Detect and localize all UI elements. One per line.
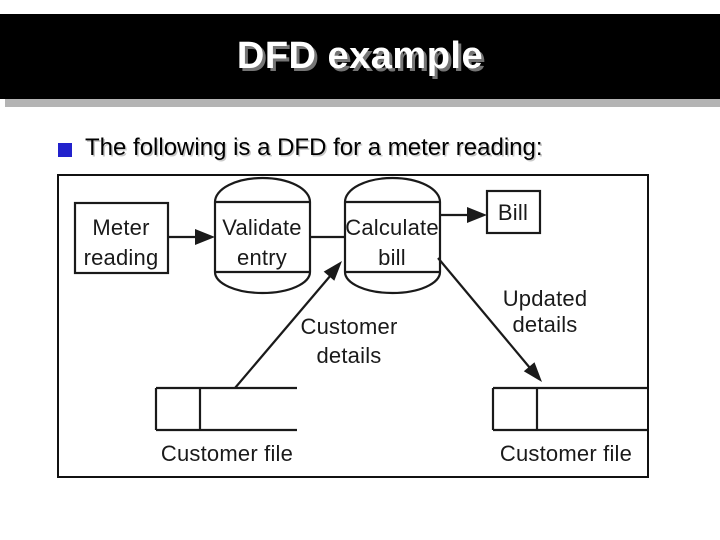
- flow-meter-to-validate-arrowhead-icon: [195, 229, 215, 245]
- dfd-diagram: Meter reading Validate entry: [73, 176, 647, 466]
- dfd-diagram-panel: Meter reading Validate entry: [57, 174, 649, 478]
- bullet-text: The following is a DFD for a meter readi…: [85, 134, 543, 161]
- bill-box: [485, 189, 542, 235]
- bullet-square-icon: [58, 143, 72, 157]
- flow-updated-details-arrowhead-icon: [523, 362, 542, 382]
- node-meter-reading: Meter reading: [73, 201, 170, 275]
- customer-file-right-label: Customer file: [500, 441, 632, 466]
- calculate-bill-label-line1: Calculate: [345, 215, 439, 240]
- bill-label: Bill: [498, 200, 528, 225]
- store-customer-file-left: Customer file: [154, 386, 297, 466]
- title-bar: DFD example: [0, 14, 720, 99]
- customer-details-label-line1: Customer: [301, 314, 398, 339]
- flow-updated-details: Updated details: [437, 257, 588, 382]
- flow-customer-details-arrowhead-icon: [323, 261, 342, 281]
- calculate-bill-label-line2: bill: [378, 245, 406, 270]
- meter-reading-label-line1: Meter: [92, 215, 149, 240]
- slide-title: DFD example: [236, 35, 484, 77]
- node-calculate-bill: Calculate bill: [343, 176, 442, 295]
- flow-customer-details-line: [234, 274, 332, 389]
- store-customer-file-right: Customer file: [491, 386, 647, 466]
- node-bill: Bill: [485, 189, 542, 235]
- flow-meter-to-validate: [168, 229, 215, 245]
- validate-entry-label-line1: Validate: [222, 215, 301, 240]
- customer-file-left-label: Customer file: [161, 441, 293, 466]
- validate-entry-label-line2: entry: [237, 245, 287, 270]
- updated-details-label-line2: details: [513, 312, 578, 337]
- customer-details-label-line2: details: [317, 343, 382, 368]
- meter-reading-label-line2: reading: [84, 245, 159, 270]
- title-bar-shadow: [5, 99, 720, 107]
- flow-customer-details: Customer details: [234, 261, 398, 389]
- node-validate-entry: Validate entry: [213, 176, 312, 295]
- updated-details-label-line1: Updated: [503, 286, 588, 311]
- flow-calculate-to-bill: [440, 207, 487, 223]
- flow-updated-details-line: [437, 257, 531, 369]
- flow-calculate-to-bill-arrowhead-icon: [467, 207, 487, 223]
